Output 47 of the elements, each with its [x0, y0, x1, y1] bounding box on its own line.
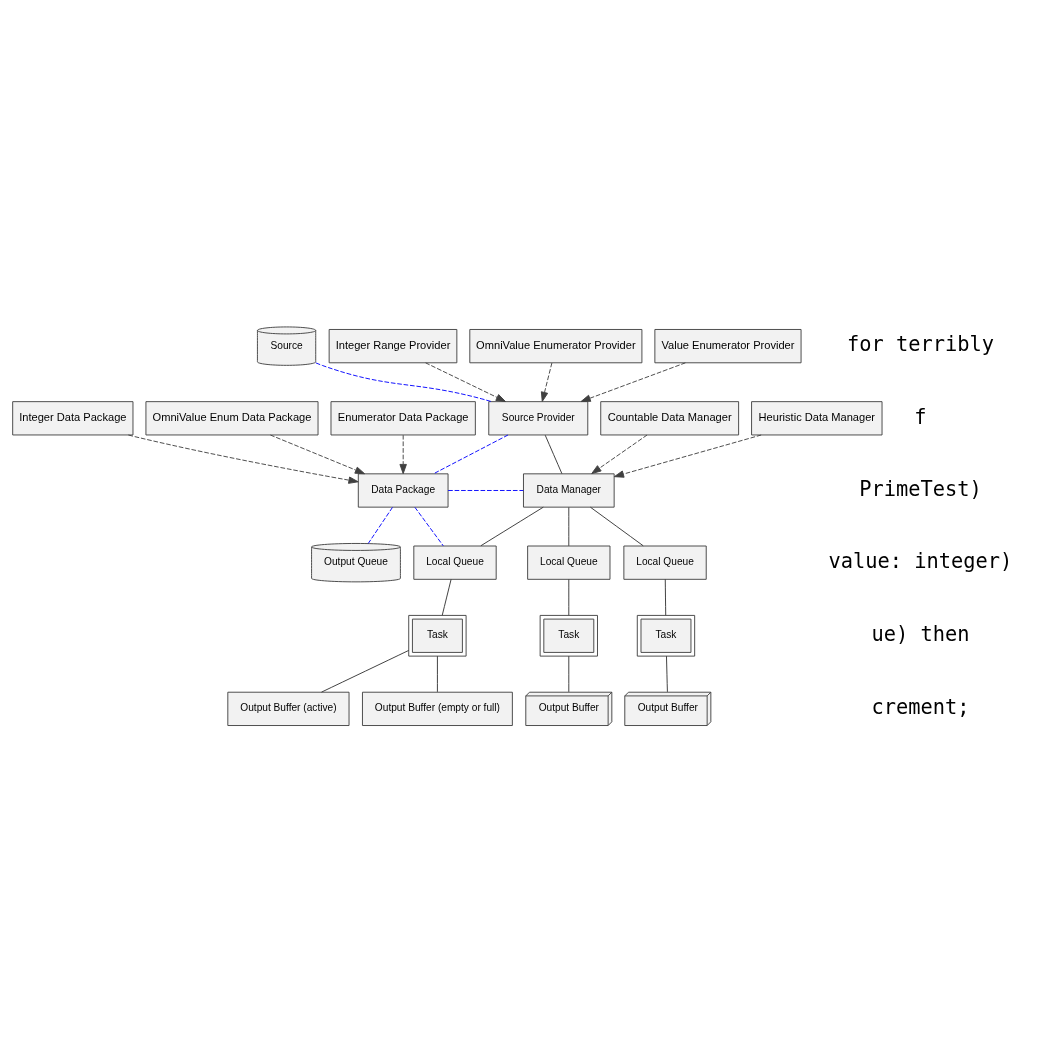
arrow — [591, 434, 648, 475]
node-box: Local Queue — [527, 545, 611, 580]
label: PrimeTest) — [859, 476, 982, 501]
connector — [568, 578, 570, 616]
node-box: Integer Data Package — [12, 401, 134, 436]
node-box: Value Enumerator Provider — [654, 329, 802, 364]
connector — [664, 578, 667, 616]
node-box: OmniValue Enumerator Provider — [469, 329, 643, 364]
label: ue) then — [871, 621, 970, 646]
label: value: integer) — [828, 548, 1013, 573]
node-box: Source Provider — [488, 401, 589, 436]
connector — [315, 362, 493, 403]
node-box: Task — [636, 614, 696, 657]
connector — [447, 490, 524, 491]
label: crement; — [871, 695, 970, 720]
arrow — [399, 434, 407, 475]
connector — [367, 506, 393, 544]
node-box: Countable Data Manager — [600, 401, 740, 436]
node-box: Output Buffer (active) — [227, 691, 350, 726]
connector — [433, 434, 509, 475]
connector — [589, 506, 644, 547]
connector — [568, 655, 570, 693]
node-box: Data Package — [357, 473, 449, 508]
arrow — [540, 362, 553, 402]
connector — [666, 655, 668, 693]
node-box: Integer Range Provider — [328, 329, 458, 364]
connector — [441, 578, 452, 616]
label: f — [914, 404, 927, 429]
node-box: Local Queue — [413, 545, 497, 580]
node-box: Heuristic Data Manager — [751, 401, 883, 436]
arrow — [613, 434, 762, 478]
arrow — [269, 434, 366, 475]
arrow — [127, 434, 359, 484]
connector — [480, 506, 544, 547]
node-box: Output Buffer (empty or full) — [362, 691, 513, 726]
arrow — [425, 362, 506, 402]
label: for terribly — [846, 332, 994, 357]
connector — [414, 506, 444, 547]
connector — [544, 434, 563, 475]
node-box: Enumerator Data Package — [330, 401, 476, 436]
node-box: Data Manager — [523, 473, 615, 508]
connector — [568, 506, 570, 547]
node-box: OmniValue Enum Data Package — [145, 401, 319, 436]
arrow — [580, 362, 686, 402]
connector — [436, 655, 438, 693]
connector — [321, 649, 410, 693]
node-box: Local Queue — [623, 545, 707, 580]
